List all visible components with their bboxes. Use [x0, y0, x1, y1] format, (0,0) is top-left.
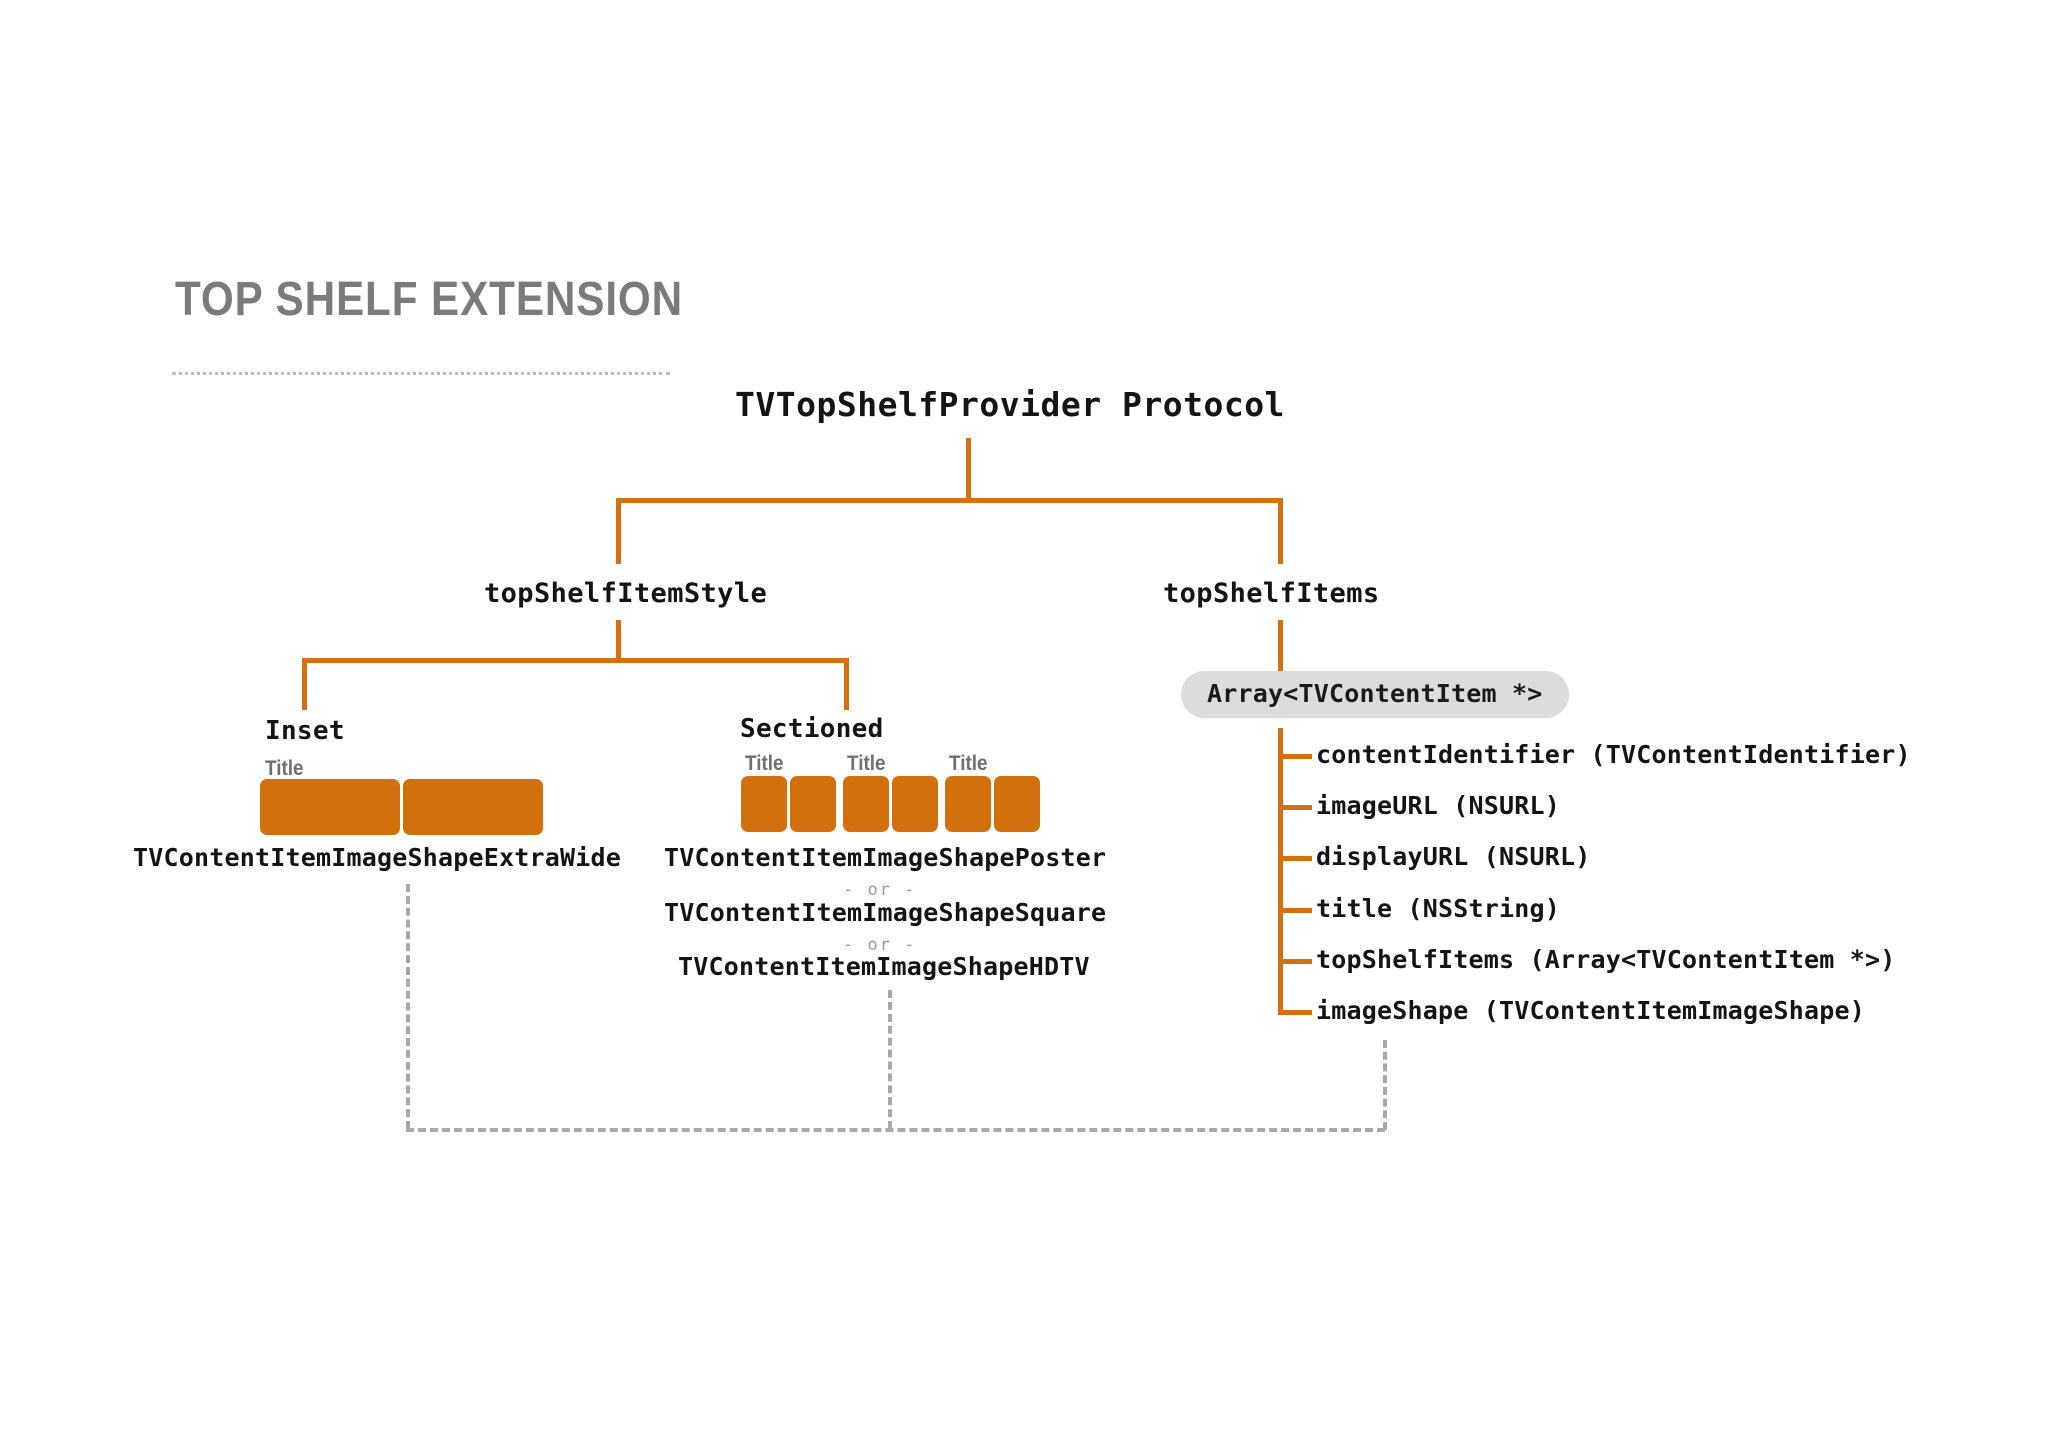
connector-tick-title [1278, 908, 1312, 913]
node-sectioned-title: Sectioned [740, 714, 884, 744]
sectioned-tile-3a [945, 776, 991, 832]
inset-tile-2 [403, 779, 543, 835]
const-extrawide: TVContentItemImageShapeExtraWide [133, 843, 622, 872]
property-displayurl: displayURL (NSURL) [1316, 842, 1591, 871]
property-imageshape: imageShape (TVContentItemImageShape) [1316, 996, 1866, 1025]
property-topshelfitems: topShelfItems (Array<TVContentItem *>) [1316, 945, 1896, 974]
connector-tick-topshelfitems [1278, 959, 1312, 964]
node-topshelfitems: topShelfItems [1163, 578, 1380, 609]
node-topshelfitemstyle: topShelfItemStyle [484, 578, 768, 609]
sectioned-tile-label-1: Title [745, 752, 784, 775]
connector-drop-sectioned [844, 658, 849, 710]
inset-tile-1 [260, 779, 400, 835]
connector-itemstyle-bus [302, 658, 849, 663]
dashed-bus [406, 1128, 1385, 1132]
connector-property-spine [1278, 728, 1283, 1011]
or-separator-2: - or - [843, 935, 917, 955]
dashed-stem-extrawide [406, 884, 410, 1129]
connector-drop-inset [302, 658, 307, 710]
node-inset-title: Inset [265, 716, 345, 746]
sectioned-tile-1a [741, 776, 787, 832]
sectioned-tile-2a [843, 776, 889, 832]
connector-itemstyle-stem [616, 620, 621, 662]
sectioned-tile-label-2: Title [847, 752, 886, 775]
sectioned-tile-1b [790, 776, 836, 832]
connector-tick-imageshape [1278, 1010, 1312, 1015]
const-poster: TVContentItemImageShapePoster [664, 843, 1107, 872]
const-hdtv: TVContentItemImageShapeHDTV [678, 952, 1090, 981]
connector-drop-itemstyle [616, 498, 621, 564]
title-divider [172, 372, 670, 375]
sectioned-tile-3b [994, 776, 1040, 832]
dashed-stem-sectioned [888, 990, 892, 1129]
sectioned-tile-label-3: Title [949, 752, 988, 775]
or-separator-1: - or - [843, 880, 917, 900]
sectioned-tile-2b [892, 776, 938, 832]
page-title: TOP SHELF EXTENSION [175, 273, 684, 326]
connector-tick-imageurl [1278, 805, 1312, 810]
inset-tile-label: Title [265, 757, 304, 780]
property-title: title (NSString) [1316, 894, 1561, 923]
connector-drop-items [1278, 498, 1283, 564]
const-square: TVContentItemImageShapeSquare [664, 898, 1107, 927]
connector-root-stem [966, 438, 971, 501]
dashed-stem-imageshape [1383, 1040, 1387, 1130]
connector-root-bus [616, 498, 1283, 503]
property-contentidentifier: contentIdentifier (TVContentIdentifier) [1316, 740, 1911, 769]
pill-array-tvcontentitem: Array<TVContentItem *> [1181, 671, 1569, 718]
connector-tick-displayurl [1278, 856, 1312, 861]
node-tvtopshelfprovider-protocol: TVTopShelfProvider Protocol [735, 385, 1285, 424]
connector-items-stem [1278, 620, 1283, 686]
connector-tick-contentidentifier [1278, 754, 1312, 759]
property-imageurl: imageURL (NSURL) [1316, 791, 1561, 820]
